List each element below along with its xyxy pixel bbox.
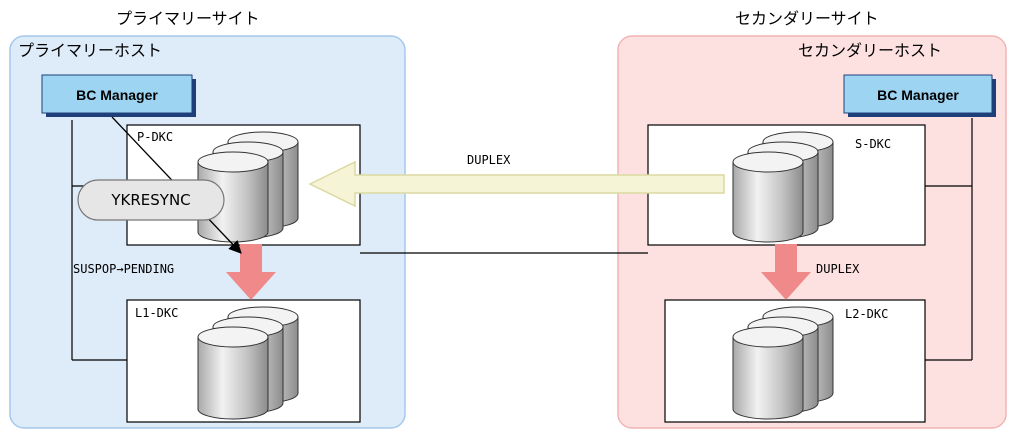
s-dkc-disk-stack-icon — [732, 131, 834, 243]
secondary-site-title: セカンダリーサイト — [735, 9, 879, 28]
p-dkc-label: P-DKC — [137, 130, 173, 144]
primary-host-label: プライマリーホスト — [18, 41, 162, 60]
secondary-host-label: セカンダリーホスト — [798, 41, 942, 60]
ykresync-command-bubble: YKRESYNC — [77, 179, 225, 221]
ykresync-command-label: YKRESYNC — [110, 191, 190, 209]
secondary-host-lines — [925, 118, 973, 361]
secondary-down-arrow — [761, 244, 811, 300]
secondary-local-status: DUPLEX — [816, 262, 860, 276]
l1-dkc-disk-stack-icon — [197, 306, 299, 420]
primary-down-arrow — [226, 244, 276, 300]
primary-bc-manager-label: BC Manager — [76, 87, 158, 103]
remote-copy-status: DUPLEX — [467, 153, 511, 167]
s-dkc-label: S-DKC — [855, 137, 891, 151]
secondary-bc-manager-label: BC Manager — [877, 87, 959, 103]
remote-copy-arrow — [308, 160, 725, 208]
primary-site-title: プライマリーサイト — [116, 9, 260, 28]
l2-dkc-disk-stack-icon — [732, 306, 834, 420]
primary-transition-status: SUSPOP→PENDING — [73, 262, 174, 276]
p-dkc-disk-stack-icon — [197, 131, 299, 243]
l1-dkc-label: L1-DKC — [135, 306, 178, 320]
l2-dkc-label: L2-DKC — [845, 307, 888, 321]
secondary-bc-manager: BC Manager — [843, 74, 996, 117]
primary-bc-manager: BC Manager — [41, 74, 196, 117]
